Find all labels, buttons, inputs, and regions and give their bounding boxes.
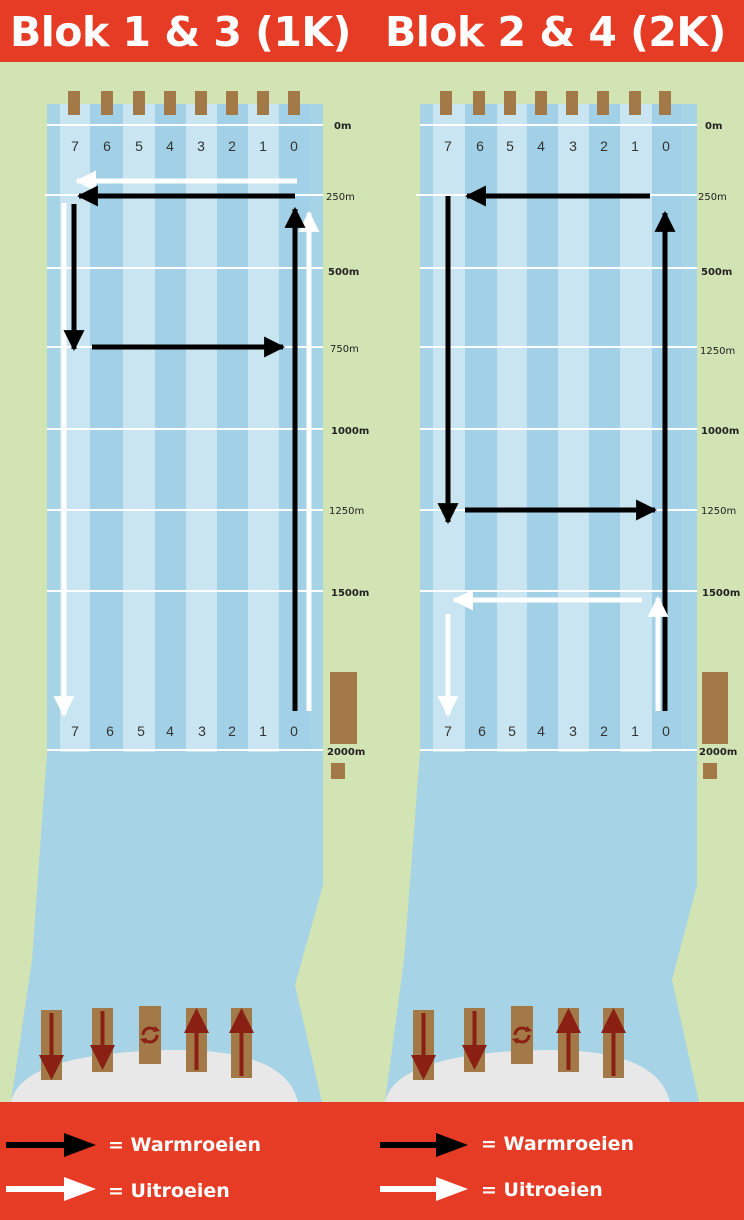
lane-number: 0 [662, 723, 670, 739]
lane-number: 3 [569, 723, 577, 739]
left-lane-numbers-top: 7 6 5 4 3 2 1 0 [71, 138, 298, 154]
dark-red-arrow-down-icon [462, 1008, 487, 1072]
legend-cooldown-label: = Uitroeien [481, 1179, 603, 1201]
lane-number: 7 [444, 723, 452, 739]
right-lane-numbers-bottom: 7 6 5 4 3 2 1 0 [444, 723, 670, 739]
lane-number: 0 [290, 138, 298, 154]
right-distance-labels: 0m 250m 500m 1250m 1000m 1250m 1500m 200… [698, 121, 740, 758]
dark-red-arrow-up-icon [556, 1008, 581, 1072]
right-course: 7 6 5 4 3 2 1 0 7 6 5 4 3 2 1 0 0m 2 [385, 91, 740, 1102]
distance-label: 250m [698, 192, 727, 203]
distance-label: 2000m [327, 747, 365, 758]
title-right: Blok 2 & 4 (2K) [385, 8, 726, 56]
dark-red-arrow-down-icon [411, 1010, 436, 1080]
lane-number: 1 [259, 138, 267, 154]
distance-label: 0m [705, 121, 722, 132]
left-course: 7 6 5 4 3 2 1 0 7 6 5 4 3 2 1 0 0m 2 [11, 91, 369, 1102]
distance-label: 500m [701, 267, 732, 278]
distance-label: 0m [334, 121, 351, 132]
distance-label: 2000m [699, 747, 737, 758]
lane-number: 1 [631, 138, 639, 154]
distance-label: 500m [328, 267, 359, 278]
lane-number: 6 [106, 723, 114, 739]
distance-label: 1250m [701, 506, 736, 517]
course-map: 7 6 5 4 3 2 1 0 7 6 5 4 3 2 1 0 0m 2 [11, 91, 740, 1102]
left-dock-boats [39, 1006, 254, 1080]
title-left: Blok 1 & 3 (1K) [10, 8, 351, 56]
lane-number: 5 [506, 138, 514, 154]
distance-label: 250m [326, 192, 355, 203]
lane-number: 3 [198, 723, 206, 739]
lane-number: 1 [259, 723, 267, 739]
circular-arrows-icon [139, 1006, 161, 1064]
distance-label: 1500m [702, 588, 740, 599]
white-arrow-right-icon [380, 1177, 468, 1201]
right-warmup-route [437, 185, 676, 711]
lane-number: 1 [631, 723, 639, 739]
legend-arrows [6, 1133, 468, 1201]
right-cooldown-route [437, 589, 669, 718]
right-finish-post [703, 763, 717, 779]
left-lane-numbers-bottom: 7 6 5 4 3 2 1 0 [71, 723, 298, 739]
right-lane-numbers-top: 7 6 5 4 3 2 1 0 [444, 138, 670, 154]
lane-number: 7 [71, 723, 79, 739]
dark-red-arrow-up-icon [184, 1008, 209, 1072]
distance-label: 1500m [331, 588, 369, 599]
dark-red-arrow-down-icon [90, 1008, 115, 1072]
left-warmup-route [63, 185, 306, 711]
left-distance-labels: 0m 250m 500m 750m 1000m 1250m 1500m 2000… [326, 121, 369, 758]
legend-warmup-label: = Warmroeien [481, 1133, 635, 1155]
lane-number: 5 [508, 723, 516, 739]
lane-number: 2 [228, 723, 236, 739]
lane-number: 2 [600, 723, 608, 739]
distance-label: 1000m [701, 426, 739, 437]
legend-cooldown-label: = Uitroeien [108, 1180, 230, 1202]
lane-number: 6 [103, 138, 111, 154]
black-arrow-right-icon [6, 1133, 96, 1157]
lane-number: 4 [537, 723, 545, 739]
left-cooldown-route [53, 170, 320, 718]
left-finish-post [331, 763, 345, 779]
circular-arrows-icon [511, 1006, 533, 1064]
distance-label: 750m [330, 344, 359, 355]
black-arrow-right-icon [380, 1133, 468, 1157]
lane-number: 4 [166, 723, 174, 739]
legend-warmup-label: = Warmroeien [108, 1134, 262, 1156]
lane-number: 5 [135, 138, 143, 154]
left-start-buoys [68, 91, 300, 115]
left-dock [11, 1049, 298, 1102]
right-finish-tower [702, 672, 728, 744]
lane-number: 6 [476, 138, 484, 154]
lane-number: 3 [569, 138, 577, 154]
legend-panel: = Warmroeien = Uitroeien = Warmroeien = … [0, 1102, 744, 1220]
lane-number: 3 [197, 138, 205, 154]
right-start-buoys [440, 91, 671, 115]
lane-number: 2 [600, 138, 608, 154]
left-finish-tower [330, 672, 357, 744]
lane-number: 4 [537, 138, 545, 154]
distance-label: 1250m [329, 506, 364, 517]
lane-number: 7 [71, 138, 79, 154]
right-dock-boats [411, 1006, 626, 1080]
right-dock [385, 1049, 670, 1102]
lane-number: 0 [290, 723, 298, 739]
dark-red-arrow-up-icon [601, 1008, 626, 1078]
dark-red-arrow-up-icon [229, 1008, 254, 1078]
title-bar [0, 0, 744, 62]
lane-number: 2 [228, 138, 236, 154]
lane-number: 4 [166, 138, 174, 154]
lane-number: 7 [444, 138, 452, 154]
lane-number: 5 [137, 723, 145, 739]
white-arrow-right-icon [6, 1177, 96, 1201]
lane-number: 0 [662, 138, 670, 154]
distance-label: 1000m [331, 426, 369, 437]
dark-red-arrow-down-icon [39, 1010, 64, 1080]
distance-label: 1250m [700, 346, 735, 357]
lane-number: 6 [478, 723, 486, 739]
